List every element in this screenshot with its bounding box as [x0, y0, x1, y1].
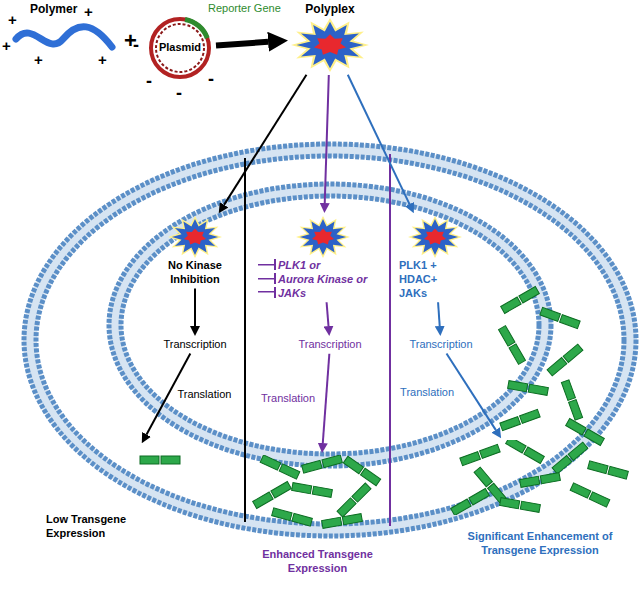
arrow-connector	[327, 302, 329, 326]
node-sublabel: Reporter Gene	[208, 2, 281, 16]
charge-plus: +	[8, 12, 17, 27]
transgene-product	[40, 445, 190, 485]
plasmid: PlasmidReporter Gene	[146, 14, 214, 82]
edge-label: Translation	[400, 386, 454, 398]
charge-minus: -	[208, 70, 214, 88]
node-label: PLK1 + HDAC+ JAKs	[395, 259, 453, 300]
arrow-connector	[348, 75, 410, 204]
step-label: Transcription	[285, 338, 375, 352]
step-label: Transcription	[150, 338, 240, 352]
divider-line	[244, 158, 246, 522]
transgene-product	[499, 287, 605, 446]
node-label: PLK1 or	[258, 259, 388, 273]
node-sublabel: Aurora Kinase or	[258, 273, 388, 287]
transgene-product	[450, 440, 630, 515]
nuclear-membrane	[109, 184, 551, 466]
arrow-connector	[194, 289, 196, 327]
polyplex-burst	[295, 215, 351, 259]
polyplex-in-nucleus: PLK1 orAurora Kinase orJAKs	[258, 215, 388, 300]
edge-label: Translation	[261, 392, 315, 404]
step-label: Transcription	[396, 338, 486, 352]
node-label: Transcription	[396, 338, 486, 352]
node-label: Transcription	[285, 338, 375, 352]
node-label: Significant Enhancement of Transgene Exp…	[450, 530, 630, 558]
polyplex-in-nucleus: PLK1 + HDAC+ JAKs	[395, 215, 475, 300]
charge-minus: -	[133, 36, 139, 54]
charge-plus: +	[98, 52, 107, 67]
polyplex: Polyplex	[290, 2, 370, 73]
polyplex-burst	[290, 17, 370, 73]
node-label: Enhanced Transgene Expression	[250, 548, 385, 576]
divider-line	[389, 154, 391, 526]
node-label: Low Transgene Expression	[40, 513, 146, 541]
arrow-connector	[438, 302, 440, 326]
arrow-connector	[323, 354, 330, 443]
transgene-product: Low Transgene Expression	[40, 445, 190, 541]
polyplex-in-nucleus: No Kinase Inhibition	[150, 215, 240, 287]
transgene-product: Significant Enhancement of Transgene Exp…	[450, 440, 630, 558]
arrow-connector	[325, 75, 329, 203]
node-label: Plasmid	[146, 41, 214, 55]
charge-minus: -	[146, 72, 152, 90]
charge-plus: +	[34, 52, 43, 67]
charge-plus: +	[84, 4, 93, 19]
transgene-product: Enhanced Transgene Expression	[250, 455, 385, 576]
charge-plus: +	[2, 38, 11, 53]
node-sublabel: JAKs	[258, 287, 388, 301]
node-label: No Kinase Inhibition	[150, 259, 240, 287]
cell-membrane	[24, 144, 636, 536]
node-label: Polymer	[8, 2, 120, 17]
edge-label: Translation	[177, 388, 231, 400]
node-label: Transcription	[150, 338, 240, 352]
polyplex-burst	[407, 215, 463, 259]
arrow-connector	[216, 42, 268, 46]
polyplex-burst	[167, 215, 223, 259]
node-label: Polyplex	[290, 2, 370, 17]
transgene-product	[250, 455, 385, 530]
arrow-connector	[224, 75, 306, 205]
charge-minus: -	[176, 84, 182, 102]
